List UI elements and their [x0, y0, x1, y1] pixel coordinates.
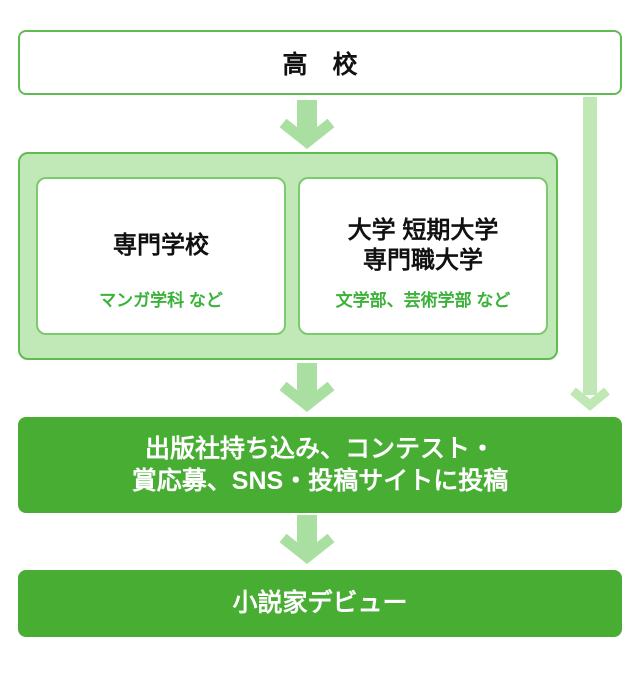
debut-label: 小説家デビュー — [232, 589, 408, 618]
university-note: 文学部、芸術学部 など — [335, 291, 511, 310]
high-school-box: 高 校 — [18, 30, 622, 95]
high-school-label: 高 校 — [282, 50, 358, 79]
vocational-school-box: 専門学校 マンガ学科 など — [36, 177, 286, 335]
submission-label-line2: 賞応募、SNS・投稿サイトに投稿 — [131, 467, 509, 495]
vocational-school-title: 専門学校 — [113, 232, 209, 259]
submission-label-line1: 出版社持ち込み、コンテスト・ — [144, 434, 495, 463]
university-box: 大学 短期大学 専門職大学 文学部、芸術学部 など — [298, 177, 548, 335]
submission-box: 出版社持ち込み、コンテスト・ 賞応募、SNS・投稿サイトに投稿 — [18, 417, 622, 513]
education-options-panel: 専門学校 マンガ学科 など 大学 短期大学 専門職大学 文学部、芸術学部 など — [18, 152, 558, 360]
bypass-down-arrow-icon — [568, 97, 612, 413]
university-title-line1: 大学 短期大学 — [347, 217, 499, 244]
down-arrow-icon — [279, 515, 335, 567]
debut-box: 小説家デビュー — [18, 570, 622, 637]
vocational-school-note: マンガ学科 など — [99, 291, 223, 310]
down-arrow-icon — [279, 100, 335, 152]
university-title-line2: 専門職大学 — [363, 247, 483, 274]
submission-label: 出版社持ち込み、コンテスト・ 賞応募、SNS・投稿サイトに投稿 — [132, 433, 508, 498]
university-title: 大学 短期大学 専門職大学 — [300, 207, 546, 285]
down-arrow-icon — [279, 363, 335, 415]
